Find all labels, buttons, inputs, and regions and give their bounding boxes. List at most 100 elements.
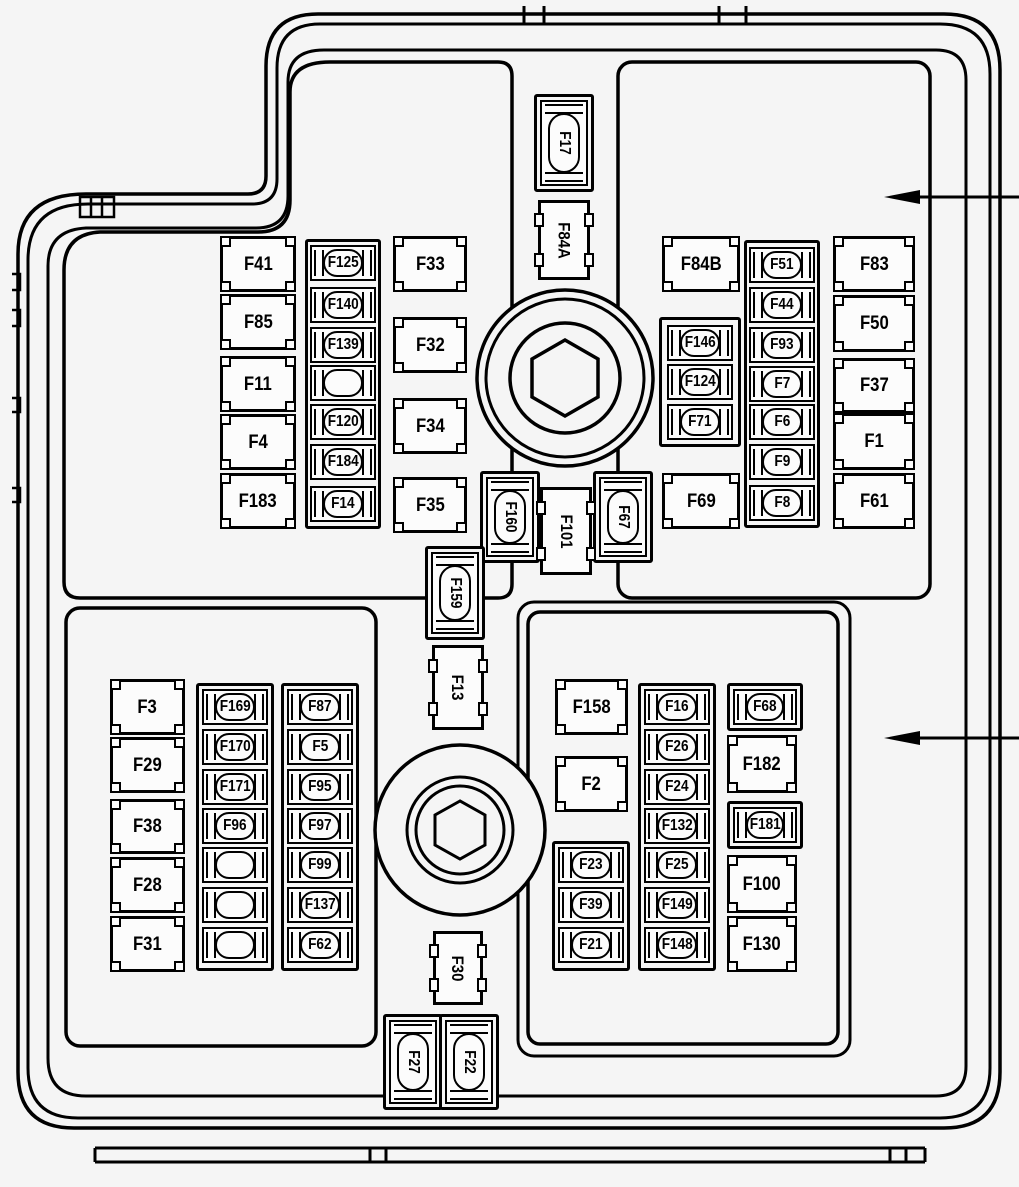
corner-notch (617, 756, 628, 767)
fuse-label: F181 (749, 816, 781, 833)
fuse-capsule: F146 (680, 329, 720, 357)
fuse-label: F7 (774, 375, 790, 392)
corner-notch (904, 236, 915, 247)
corner-notch (285, 294, 296, 305)
fuse-f170: F170 (202, 729, 268, 765)
corner-notch (833, 402, 844, 413)
fuse-label: F137 (304, 896, 336, 913)
fuse-label: F170 (219, 738, 251, 755)
fuse-capsule: F96 (215, 812, 255, 840)
corner-notch (174, 916, 185, 927)
fuse-capsule: F8 (762, 489, 802, 517)
side-tab (478, 659, 488, 674)
corner-notch (285, 401, 296, 412)
fuse-f181: F181 (733, 807, 797, 843)
corner-notch (174, 843, 185, 854)
fuse-label: F14 (331, 495, 355, 512)
corner-notch (456, 443, 467, 454)
fuse-f158: F158 (555, 679, 628, 735)
fuse-capsule (215, 851, 255, 879)
fuse-label: F96 (223, 817, 247, 834)
fuse-label: F140 (327, 296, 359, 313)
corner-notch (904, 358, 915, 369)
fuse-label: F21 (579, 936, 603, 953)
fuse-capsule: F120 (323, 408, 363, 436)
fuse-f101: F101 (536, 487, 596, 575)
empty-fuse-slot (202, 847, 268, 883)
corner-notch (220, 401, 231, 412)
fuse-f169: F169 (202, 689, 268, 725)
fuse-label: F39 (579, 896, 603, 913)
fuse-label: F85 (243, 311, 273, 333)
mounting-bolt-top (475, 288, 655, 468)
fuse-capsule: F93 (762, 331, 802, 359)
left-edge-clips (12, 272, 22, 504)
corner-notch (393, 236, 404, 247)
corner-notch (729, 281, 740, 292)
fuse-f24: F24 (644, 769, 710, 805)
fuse-capsule: F124 (680, 368, 720, 396)
fuse-capsule: F9 (762, 448, 802, 476)
fuse-f62: F62 (287, 927, 353, 963)
fuse-f51: F51 (749, 247, 815, 283)
corner-notch (729, 518, 740, 529)
fuse-capsule: F21 (571, 931, 611, 959)
corner-notch (662, 236, 673, 247)
corner-notch (110, 961, 121, 972)
fuse-capsule (323, 369, 363, 397)
compartment-upper-left (62, 60, 514, 600)
side-tab (586, 501, 596, 516)
fuse-label: F97 (308, 817, 332, 834)
fuse-label: F29 (133, 754, 162, 776)
corner-notch (456, 317, 467, 328)
fuse-capsule: F171 (215, 773, 255, 801)
corner-notch (904, 281, 915, 292)
fuse-label: F68 (753, 698, 777, 715)
step-ladder-detail (78, 195, 116, 219)
corner-notch (285, 414, 296, 425)
fuse-label: F16 (665, 698, 689, 715)
corner-notch (555, 756, 566, 767)
corner-notch (727, 961, 738, 972)
corner-notch (110, 843, 121, 854)
fuse-f13: F13 (428, 645, 488, 730)
corner-notch (220, 281, 231, 292)
fuse-f6: F6 (749, 404, 815, 440)
side-tab (534, 252, 544, 267)
fuse-label: F17 (555, 131, 573, 155)
corner-notch (110, 782, 121, 793)
side-tab (536, 546, 546, 561)
bolt-hexagon (530, 337, 600, 419)
fuse-label: F158 (572, 696, 611, 718)
fuse-f171: F171 (202, 769, 268, 805)
fuse-capsule: F39 (571, 891, 611, 919)
corner-notch (285, 518, 296, 529)
casing-outer-contour (16, 12, 1002, 1130)
fuse-label: F132 (661, 817, 693, 834)
fuse-f23: F23 (558, 847, 624, 883)
fuse-capsule: F68 (746, 693, 784, 721)
fuse-f67: F67 (599, 477, 647, 557)
mounting-bolt-bottom (373, 743, 547, 917)
fuse-f130: F130 (727, 916, 797, 972)
corner-notch (662, 518, 673, 529)
corner-notch (904, 473, 915, 484)
callout-arrow-top (884, 190, 1019, 204)
fuse-f149: F149 (644, 887, 710, 923)
corner-notch (833, 281, 844, 292)
fuse-f33: F33 (393, 236, 467, 292)
fuse-f31: F31 (110, 916, 185, 972)
fuse-f1: F1 (833, 413, 915, 470)
side-tab (478, 701, 488, 716)
fuse-f93: F93 (749, 327, 815, 363)
fuse-label: F31 (133, 933, 162, 955)
empty-fuse-slot (202, 927, 268, 963)
corner-notch (220, 414, 231, 425)
fuse-f2: F2 (555, 756, 628, 812)
corner-notch (393, 317, 404, 328)
corner-notch (110, 799, 121, 810)
side-tab (428, 659, 438, 674)
fuse-capsule: F5 (300, 733, 340, 761)
side-tab (584, 213, 594, 228)
